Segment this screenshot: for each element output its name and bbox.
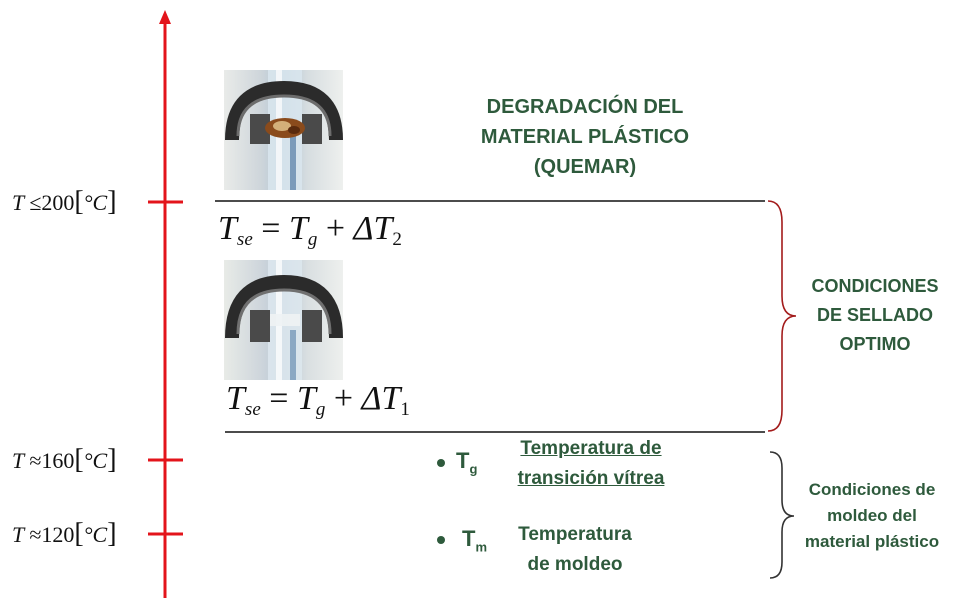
- equation-lower: Tse = Tg + ΔT1: [226, 380, 410, 420]
- degradation-title-line3: (QUEMAR): [533, 156, 637, 178]
- degradation-title-line1: DEGRADACIÓN DEL: [486, 96, 684, 118]
- tm-bullet: [437, 536, 445, 544]
- optimal-seal-photo: [224, 260, 343, 380]
- tg-description-line1: Temperatura de: [520, 438, 662, 459]
- tg-bullet: [437, 459, 445, 467]
- molding-conditions-label: Condiciones de moldeo del material plást…: [790, 477, 954, 555]
- sealing-line2: DE SELLADO: [816, 305, 933, 325]
- tick-label-200: T ≤200[°C]: [12, 186, 117, 217]
- tm-symbol: Tm: [462, 526, 488, 555]
- sealing-line3: OPTIMO: [839, 334, 911, 354]
- tick-label-120: T ≈120[°C]: [12, 518, 117, 549]
- tick-label-160: T ≈160[°C]: [12, 444, 117, 475]
- molding-line1: Condiciones de: [808, 480, 936, 499]
- axis-arrow-head: [159, 10, 171, 24]
- sealing-line1: CONDICIONES: [811, 276, 939, 296]
- tm-description: Temperatura de moldeo: [500, 520, 650, 580]
- molding-line2: moldeo del: [827, 506, 917, 525]
- sealing-conditions-label: CONDICIONES DE SELLADO OPTIMO: [800, 272, 950, 359]
- tg-symbol: Tg: [456, 448, 478, 477]
- tg-description: Temperatura de transición vítrea: [498, 434, 684, 494]
- burned-seal-photo: [224, 70, 343, 190]
- molding-brace: [769, 451, 795, 579]
- tg-description-line2: transición vítrea: [517, 468, 665, 489]
- tm-description-line2: de moldeo: [527, 554, 623, 575]
- degradation-title: DEGRADACIÓN DEL MATERIAL PLÁSTICO (QUEMA…: [440, 92, 730, 182]
- molding-line3: material plástico: [804, 532, 940, 551]
- tm-description-line1: Temperatura: [518, 524, 632, 545]
- equation-upper: Tse = Tg + ΔT2: [218, 210, 402, 250]
- sealing-brace: [767, 200, 797, 432]
- degradation-title-line2: MATERIAL PLÁSTICO: [480, 126, 690, 148]
